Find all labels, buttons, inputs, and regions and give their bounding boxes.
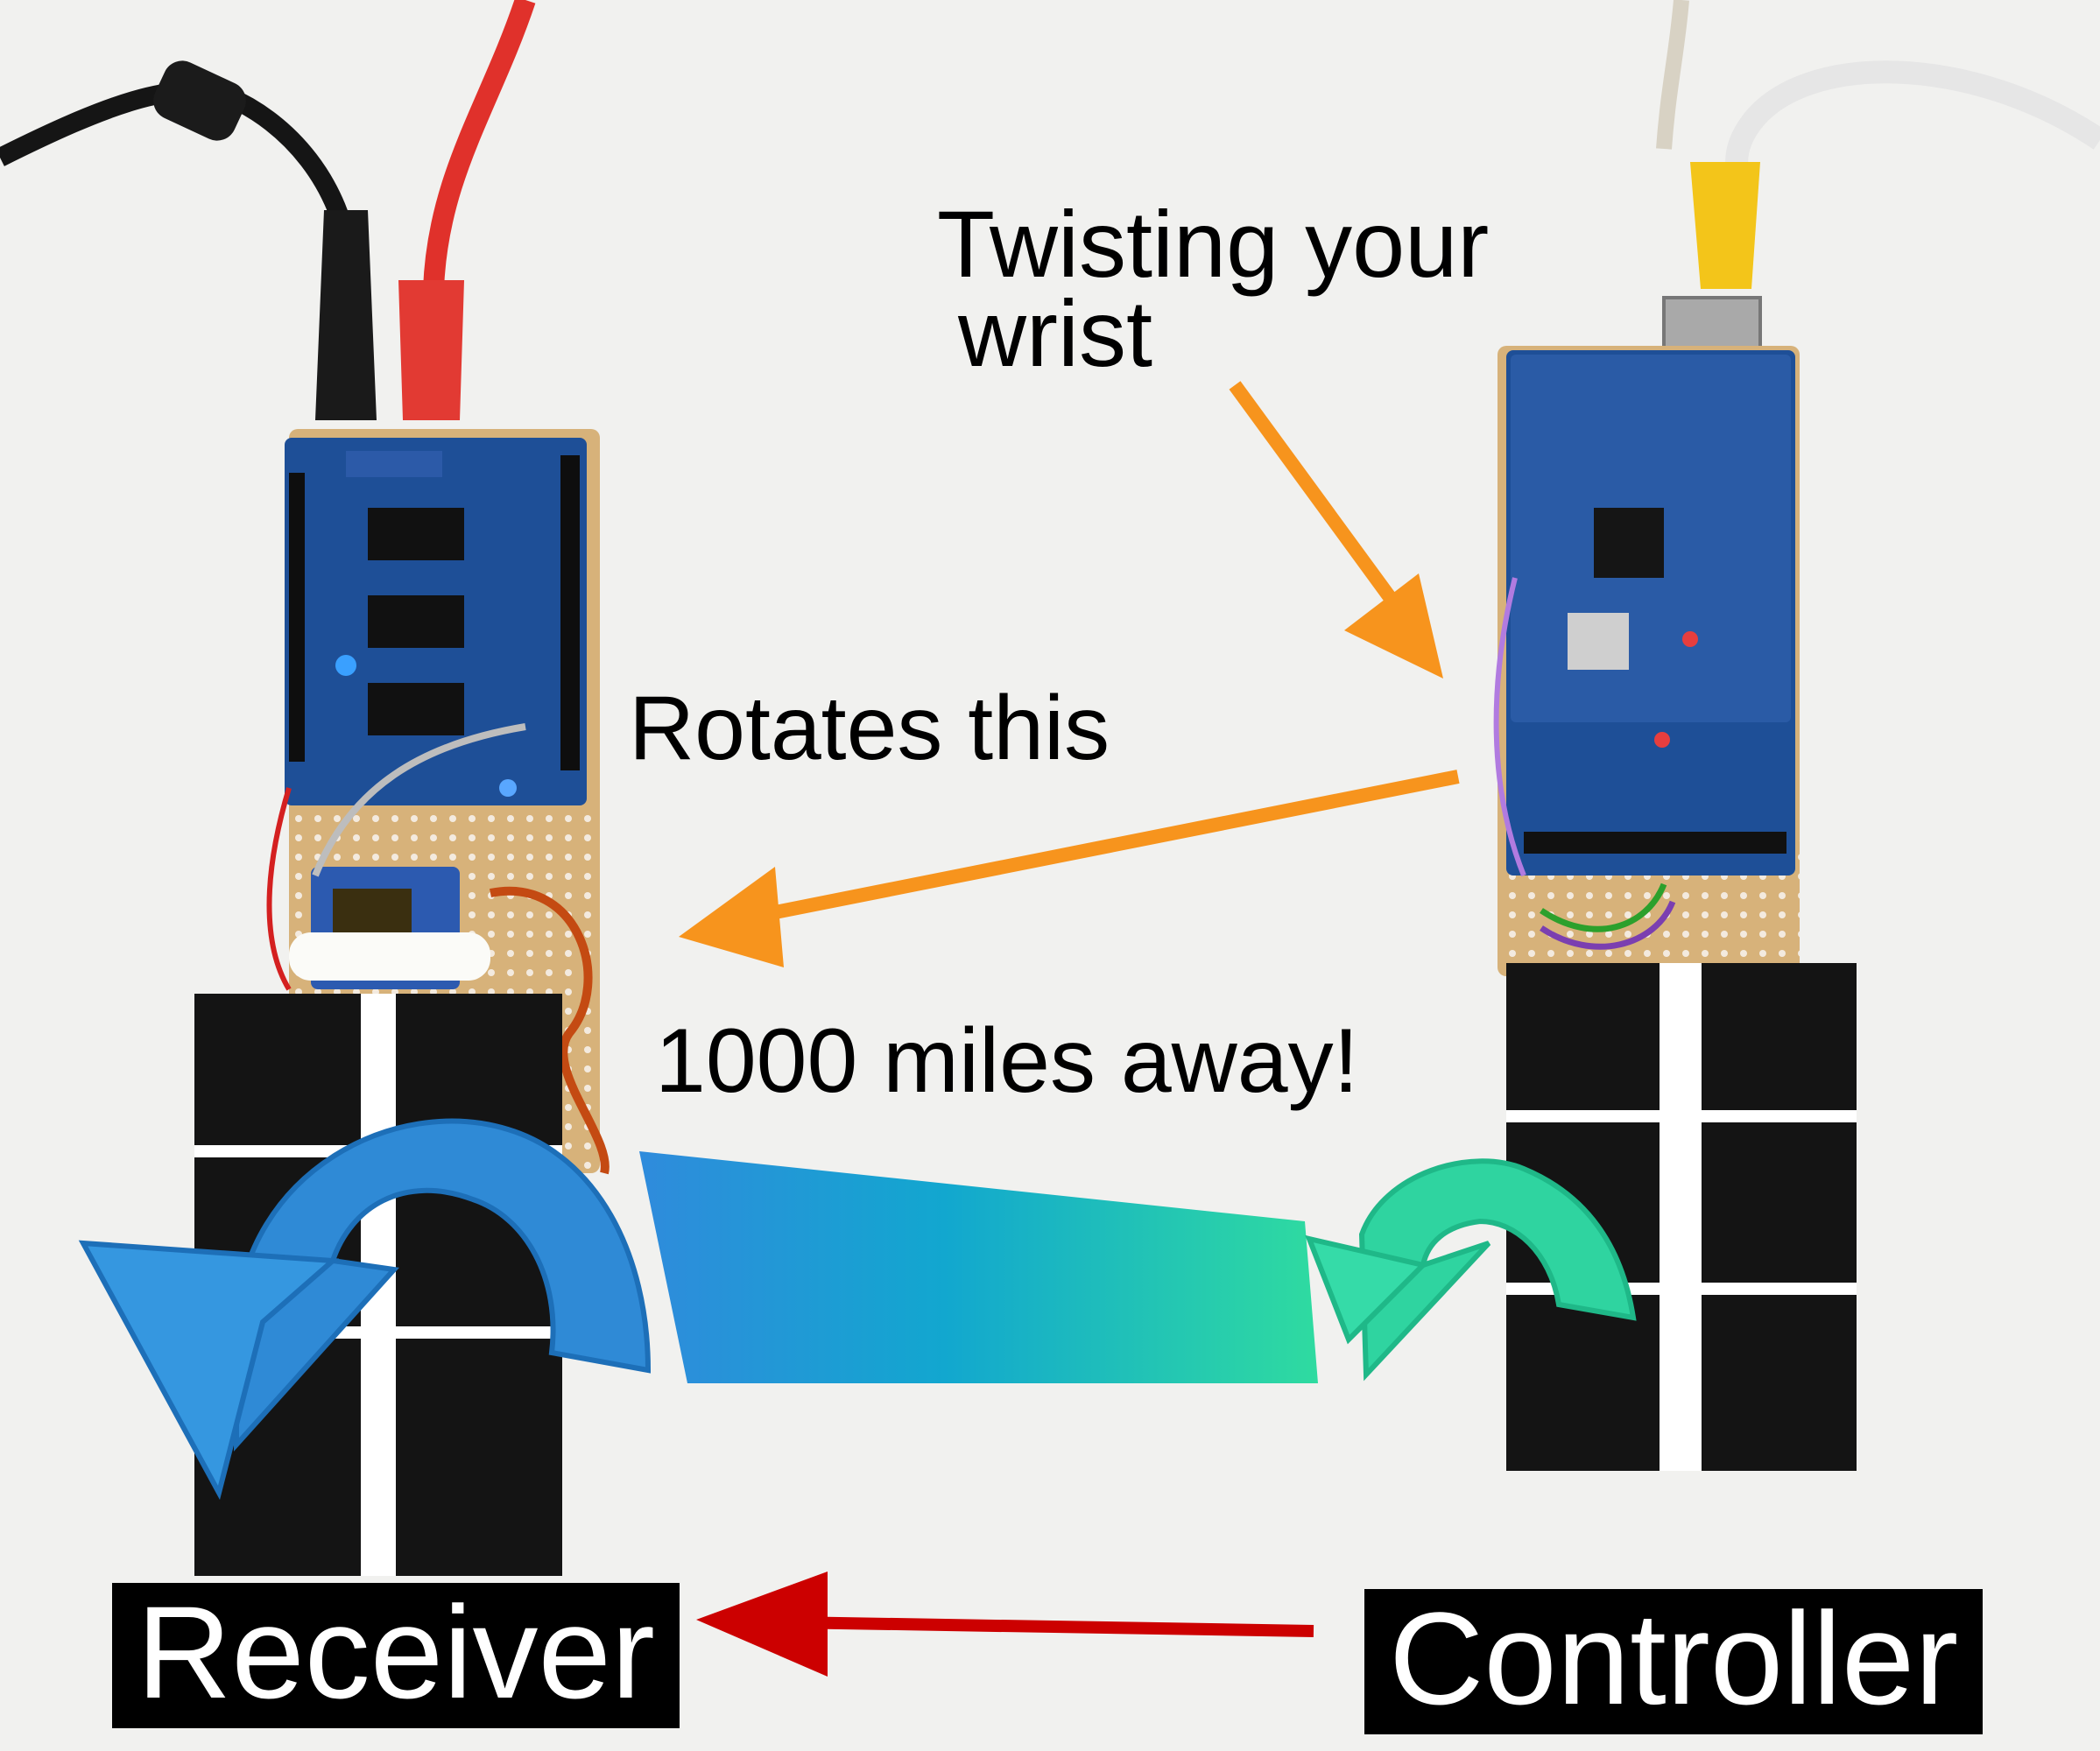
caption-twisting-line2: wrist [958,280,1152,386]
usb-cable [1656,0,1689,150]
yellow-rj45-plug [1690,162,1760,289]
white-ethernet-cable [1725,60,2100,179]
caption-rotates-this: Rotates this [629,678,1110,779]
red-rj45-plug [398,280,464,420]
power-plug [315,210,377,420]
green-twist-arrow [1305,1158,1637,1382]
orange-arrow-down [1229,381,1443,679]
cable-tie-foam [289,932,490,981]
controller-board [1493,346,1800,976]
red-arrow-left [696,1572,1314,1677]
transmission-beam [639,1151,1318,1383]
orange-arrow-left [679,770,1460,967]
caption-twisting-wrist: Twisting your wrist [937,197,1489,381]
caption-twisting-line1: Twisting your [937,191,1490,297]
blue-twist-arrow [78,1118,652,1501]
receiver-label: Receiver [112,1583,680,1728]
controller-label: Controller [1364,1589,1984,1734]
caption-miles-away: 1000 miles away! [655,1010,1359,1112]
ferrite-bead [153,60,246,141]
red-ethernet-cable [423,0,536,290]
servo-wires [490,886,610,1175]
